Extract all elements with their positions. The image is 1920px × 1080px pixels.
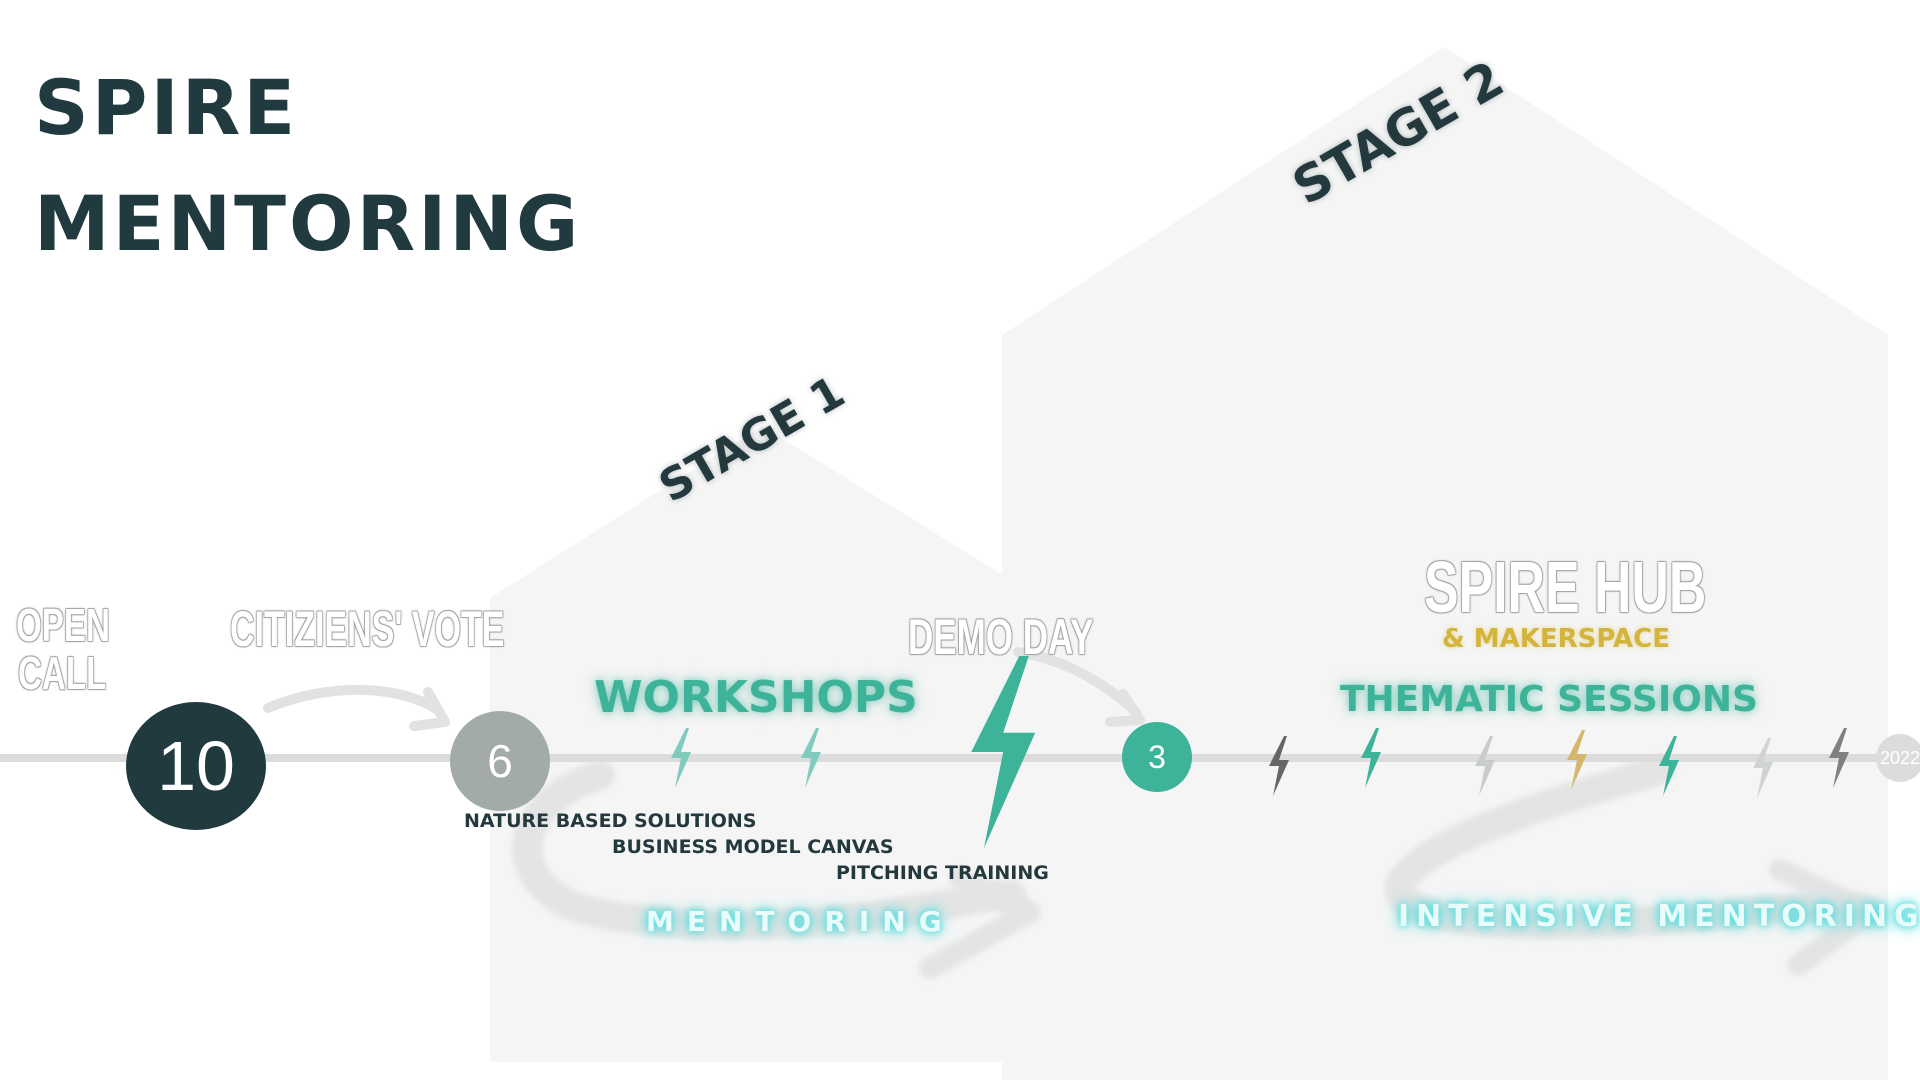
page-title-line-1: SPIRE [34, 63, 299, 152]
workshop-topic-3: PITCHING TRAINING [836, 862, 1049, 884]
workshop-topic-2: BUSINESS MODEL CANVAS [612, 836, 894, 858]
bolt-icon [801, 728, 821, 788]
bolt-icon [1475, 736, 1495, 796]
curved-arrow-to-vote [263, 684, 443, 715]
stage-1-house-shape [490, 426, 1040, 1062]
spire-hub-title: SPIRE HUB [1424, 548, 1707, 628]
workshop-topic-1: NATURE BASED SOLUTIONS [464, 810, 757, 832]
open-call-count: 10 [157, 727, 235, 805]
demo-day-count: 3 [1148, 739, 1166, 775]
end-year-badge: 2022 [1876, 734, 1920, 782]
thematic-sessions-label: THEMATIC SESSIONS [1340, 679, 1758, 720]
intensive-mentoring-label: INTENSIVE MENTORING [1398, 899, 1920, 934]
demo-day-bolt-icon [971, 656, 1036, 848]
workshop-bolts [671, 728, 821, 788]
page-title-line-2: MENTORING [34, 179, 582, 268]
bolt-icon [671, 728, 691, 788]
curved-arrowhead-to-demo [1105, 689, 1145, 727]
stage-2-house-shape [1002, 47, 1888, 1080]
bolt-icon [1567, 730, 1587, 790]
workshops-label: WORKSHOPS [594, 672, 918, 723]
open-call-label-line-2: CALL [18, 647, 107, 699]
bolt-icon [1659, 736, 1679, 796]
bolt-icon [1753, 738, 1773, 798]
mentoring-squiggle-stage-1 [512, 760, 1027, 940]
citizens-vote-label: CITIZIENS' VOTE [230, 601, 505, 657]
demo-day-count-badge: 3 [1122, 722, 1192, 792]
demo-day-label: DEMO DAY [908, 609, 1094, 665]
mentoring-squiggle-stage-2 [1384, 755, 1885, 939]
bolt-icon [1269, 736, 1289, 796]
citizens-vote-count: 6 [487, 735, 513, 787]
end-year: 2022 [1879, 748, 1920, 768]
curved-arrowhead-to-vote [409, 687, 450, 731]
makerspace-subtitle: & MAKERSPACE [1442, 624, 1671, 654]
open-call-count-badge: 10 [126, 702, 266, 830]
bolt-icon [1361, 728, 1381, 788]
mentoring-arrowhead-stage-1 [919, 867, 1041, 979]
bolt-icon [1829, 728, 1849, 788]
open-call-label-line-1: OPEN [16, 599, 110, 651]
mentoring-arrowhead-stage-2 [1769, 859, 1881, 976]
thematic-session-bolts [1269, 728, 1849, 798]
mentoring-label: MENTORING [646, 905, 955, 938]
citizens-vote-count-badge: 6 [450, 711, 550, 811]
